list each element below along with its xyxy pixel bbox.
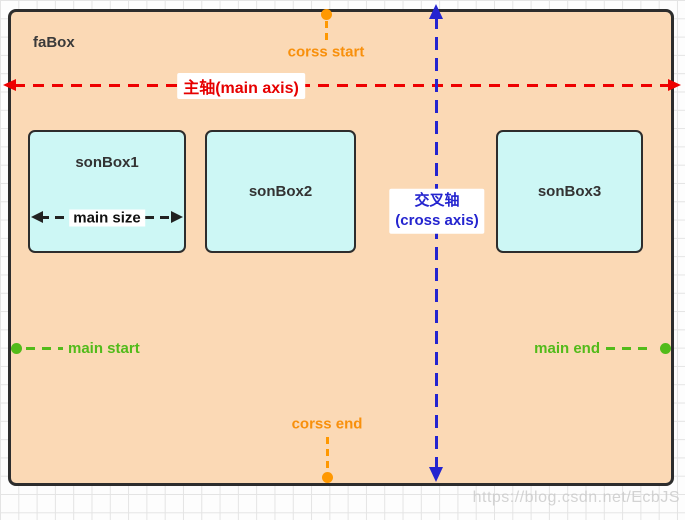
main-end-dot [660, 343, 671, 354]
main-start-label: main start [68, 340, 140, 357]
sonbox3: sonBox3 [496, 130, 643, 253]
cross-start-dot [321, 9, 332, 20]
cross-end-label: corss end [291, 415, 363, 433]
cross-start-dashed-line [325, 21, 328, 43]
main-size-arrow-right-icon [171, 211, 183, 223]
cross-axis-label: 交叉轴 (cross axis) [389, 188, 485, 234]
main-axis-arrow-right-icon [668, 79, 681, 91]
sonbox1: sonBox1 main size [28, 130, 186, 253]
cross-axis-arrow-up-icon [429, 4, 443, 19]
main-start-dashed-line [26, 347, 63, 350]
main-end-dashed-line [606, 347, 652, 350]
main-axis-arrow-left-icon [3, 79, 16, 91]
sonbox3-label: sonBox3 [537, 183, 602, 200]
fabox-label: faBox [33, 34, 75, 51]
watermark-text: https://blog.csdn.net/EcbJS [472, 489, 680, 506]
main-start-dot [11, 343, 22, 354]
main-size-arrow-left-icon [31, 211, 43, 223]
sonbox2-label: sonBox2 [248, 183, 313, 200]
cross-end-dot [322, 472, 333, 483]
cross-end-dashed-line [326, 437, 329, 468]
main-size-label: main size [69, 209, 145, 227]
main-end-label: main end [534, 340, 600, 357]
main-axis-dashed-line [14, 84, 670, 87]
cross-axis-label-cn: 交叉轴 [414, 191, 460, 209]
main-axis-label: 主轴(main axis) [177, 73, 305, 99]
cross-axis-dashed-line [435, 16, 438, 470]
sonbox1-label: sonBox1 [75, 154, 139, 171]
cross-axis-label-en: (cross axis) [395, 212, 479, 229]
cross-axis-arrow-down-icon [429, 467, 443, 482]
sonbox2: sonBox2 [205, 130, 356, 253]
cross-start-label: corss start [287, 43, 365, 61]
